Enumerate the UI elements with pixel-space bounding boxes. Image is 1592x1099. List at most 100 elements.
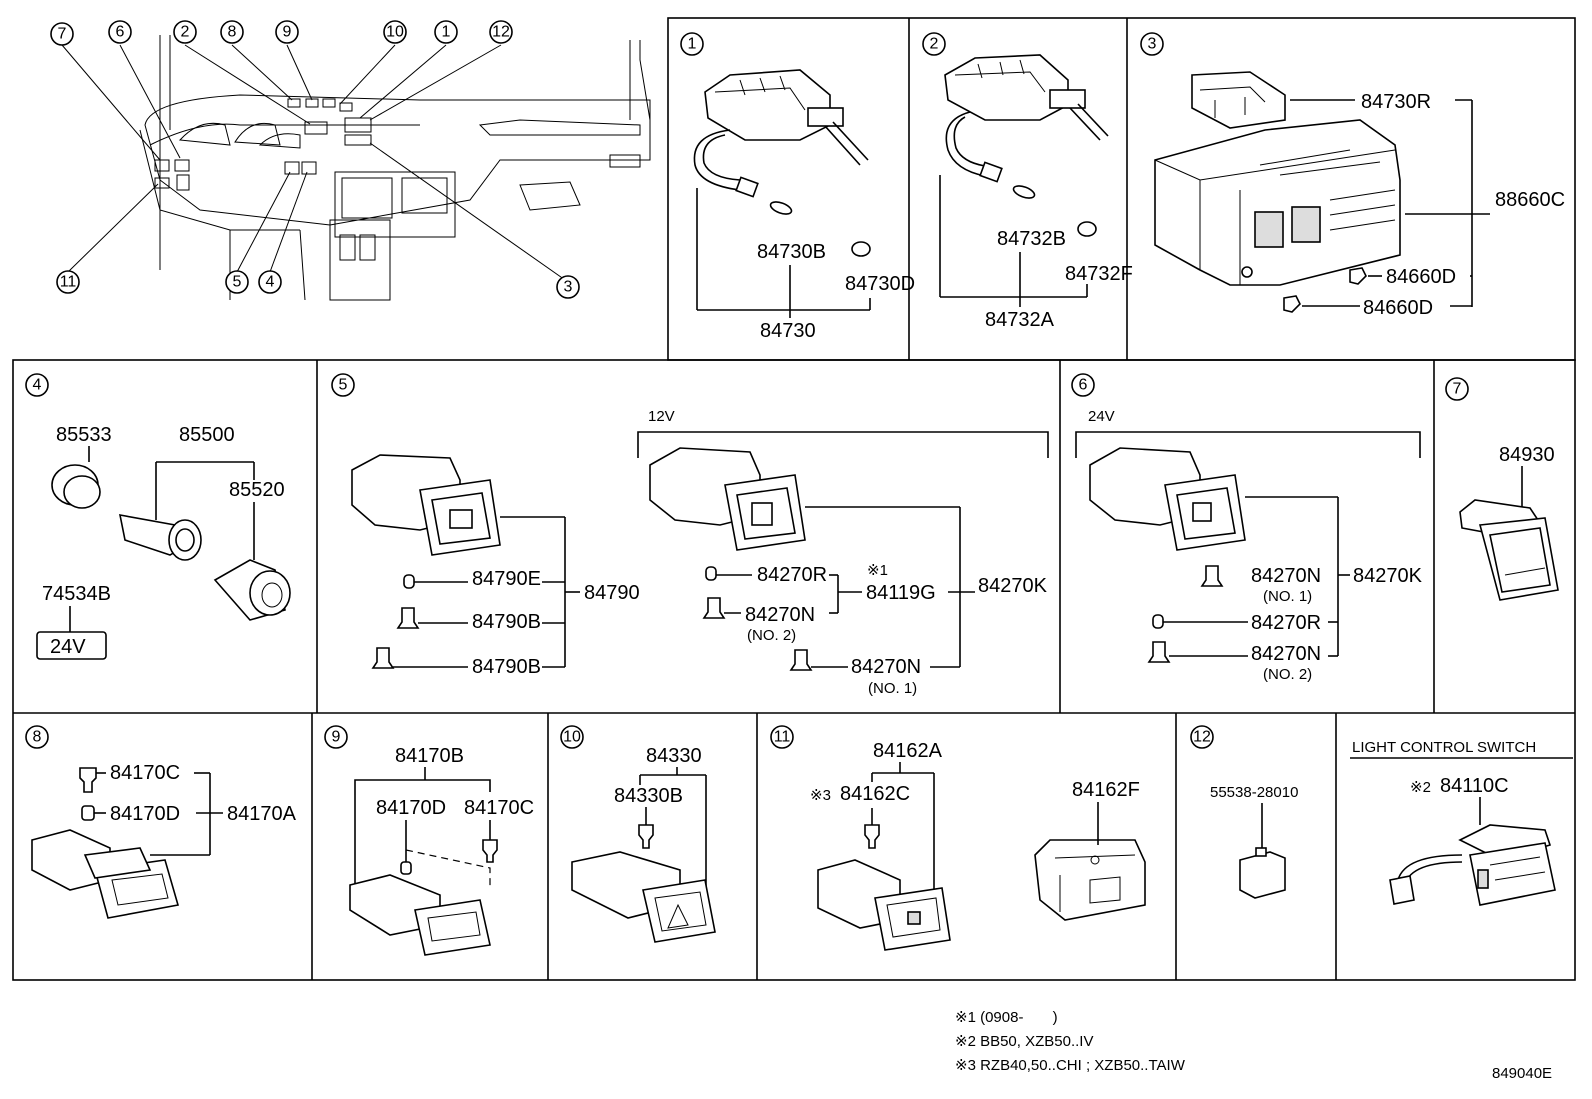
part-84270R: 84270R bbox=[757, 564, 827, 586]
part-84930: 84930 bbox=[1499, 444, 1555, 466]
callout-10: 10 bbox=[383, 20, 407, 44]
panel-callout-9: 9 bbox=[324, 725, 348, 749]
marker-1: ※1 bbox=[867, 562, 888, 579]
part-85500: 85500 bbox=[179, 424, 235, 446]
diagram-code: 849040E bbox=[1492, 1065, 1553, 1082]
panel-3: 84730R 88660C 84660D 84660D bbox=[1154, 71, 1565, 319]
part-84270N-no1: 84270N bbox=[851, 656, 921, 678]
part-84660D-1: 84660D bbox=[1386, 266, 1456, 288]
light-control-switch-title: LIGHT CONTROL SWITCH bbox=[1352, 739, 1536, 756]
part-84170A: 84170A bbox=[227, 803, 297, 825]
part-84730B: 84730B bbox=[757, 241, 826, 263]
svg-text:12: 12 bbox=[1193, 729, 1211, 746]
svg-text:5: 5 bbox=[339, 377, 348, 394]
part-74534B: 74534B bbox=[42, 583, 111, 605]
panel-4: 85533 85500 85520 74534B 24V bbox=[36, 424, 291, 660]
panel-callout-4: 4 bbox=[25, 373, 49, 397]
panel-callout-7: 7 bbox=[1445, 377, 1469, 401]
svg-text:6: 6 bbox=[1079, 377, 1088, 394]
svg-text:11: 11 bbox=[60, 274, 77, 291]
panel-callout-6: 6 bbox=[1071, 373, 1095, 397]
panel-callout-3: 3 bbox=[1140, 32, 1164, 56]
marker-3: ※3 bbox=[810, 787, 831, 804]
svg-text:4: 4 bbox=[266, 274, 275, 291]
callout-6: 6 bbox=[108, 20, 132, 44]
svg-text:9: 9 bbox=[332, 729, 341, 746]
part-84270K: 84270K bbox=[978, 575, 1048, 597]
svg-text:10: 10 bbox=[386, 24, 404, 41]
panel-callout-10: 10 bbox=[560, 725, 584, 749]
part-84330B: 84330B bbox=[614, 785, 683, 807]
note-no2: (NO. 2) bbox=[747, 627, 796, 644]
part-84790: 84790 bbox=[584, 582, 640, 604]
part-84732F: 84732F bbox=[1065, 263, 1133, 285]
panel-callout-1: 1 bbox=[680, 32, 704, 56]
note-no1-b: (NO. 1) bbox=[1263, 588, 1312, 605]
part-84270N-no1-b: 84270N bbox=[1251, 565, 1321, 587]
panel-callout-5: 5 bbox=[331, 373, 355, 397]
panel-8: 84170C 84170D 84170A bbox=[31, 762, 297, 919]
part-84170D: 84170D bbox=[110, 803, 180, 825]
part-84790E: 84790E bbox=[472, 568, 541, 590]
part-84270N-no2-b: 84270N bbox=[1251, 643, 1321, 665]
part-85520: 85520 bbox=[229, 479, 285, 501]
part-84790B-1: 84790B bbox=[472, 611, 541, 633]
panel-10: 84330 84330B bbox=[571, 745, 716, 943]
svg-text:9: 9 bbox=[283, 24, 292, 41]
svg-text:7: 7 bbox=[58, 26, 67, 43]
svg-text:3: 3 bbox=[564, 279, 573, 296]
footnote-3: ※3 RZB40,50..CHI ; XZB50..TAIW bbox=[955, 1057, 1185, 1074]
svg-text:8: 8 bbox=[228, 24, 237, 41]
panel-11: 84162A ※3 84162C 84162F bbox=[810, 740, 1146, 951]
note-no1: (NO. 1) bbox=[868, 680, 917, 697]
part-84732B: 84732B bbox=[997, 228, 1066, 250]
svg-text:1: 1 bbox=[442, 24, 451, 41]
part-84270R-b: 84270R bbox=[1251, 612, 1321, 634]
panel-12: 55538-28010 bbox=[1210, 784, 1298, 899]
svg-text:7: 7 bbox=[1453, 381, 1462, 398]
panel-callout-2: 2 bbox=[922, 32, 946, 56]
note-no2-b: (NO. 2) bbox=[1263, 666, 1312, 683]
part-84170D-b: 84170D bbox=[376, 797, 446, 819]
svg-text:4: 4 bbox=[33, 377, 42, 394]
panel-callout-8: 8 bbox=[25, 725, 49, 749]
panel-6: 24V 84270N (NO. 1) 84270K 84270R 84270N … bbox=[1075, 408, 1423, 683]
marker-2: ※2 bbox=[1410, 779, 1431, 796]
panel-9: 84170B 84170D 84170C bbox=[349, 745, 534, 956]
panel-7: 84930 bbox=[1459, 444, 1559, 601]
svg-text:8: 8 bbox=[33, 729, 42, 746]
footnote-2: ※2 BB50, XZB50..IV bbox=[955, 1033, 1094, 1050]
part-84162F: 84162F bbox=[1072, 779, 1140, 801]
part-84162A: 84162A bbox=[873, 740, 943, 762]
svg-text:12: 12 bbox=[492, 24, 510, 41]
callouts: 7 6 2 8 9 10 1 12 11 5 4 3 1 2 3 4 5 6 7… bbox=[25, 20, 1469, 749]
callout-7: 7 bbox=[50, 22, 74, 46]
svg-text:2: 2 bbox=[930, 36, 939, 53]
part-84330: 84330 bbox=[646, 745, 702, 767]
part-84730D: 84730D bbox=[845, 273, 915, 295]
callout-1: 1 bbox=[434, 20, 458, 44]
voltage-24v-label: 24V bbox=[1088, 408, 1115, 425]
svg-text:6: 6 bbox=[116, 24, 125, 41]
part-88660C: 88660C bbox=[1495, 189, 1565, 211]
part-84119G: 84119G bbox=[866, 582, 936, 604]
voltage-24v: 24V bbox=[50, 636, 86, 658]
part-85533: 85533 bbox=[56, 424, 112, 446]
panel-grid bbox=[12, 17, 1576, 981]
part-84730: 84730 bbox=[760, 320, 816, 342]
svg-text:10: 10 bbox=[563, 729, 581, 746]
callout-12: 12 bbox=[489, 20, 513, 44]
part-84732A: 84732A bbox=[985, 309, 1055, 331]
svg-text:1: 1 bbox=[688, 36, 697, 53]
part-84170B: 84170B bbox=[395, 745, 464, 767]
part-84790B-2: 84790B bbox=[472, 656, 541, 678]
part-84170C: 84170C bbox=[110, 762, 180, 784]
panel-light-control-switch: LIGHT CONTROL SWITCH ※2 84110C bbox=[1350, 739, 1573, 906]
part-84110C: 84110C bbox=[1440, 775, 1509, 797]
footnote-1: ※1 (0908- ) bbox=[955, 1009, 1058, 1026]
callout-3: 3 bbox=[556, 275, 580, 299]
part-84270K-b: 84270K bbox=[1353, 565, 1423, 587]
panel-1: 84730B 84730D 84730 bbox=[693, 69, 915, 342]
panel-callout-11: 11 bbox=[770, 725, 794, 749]
